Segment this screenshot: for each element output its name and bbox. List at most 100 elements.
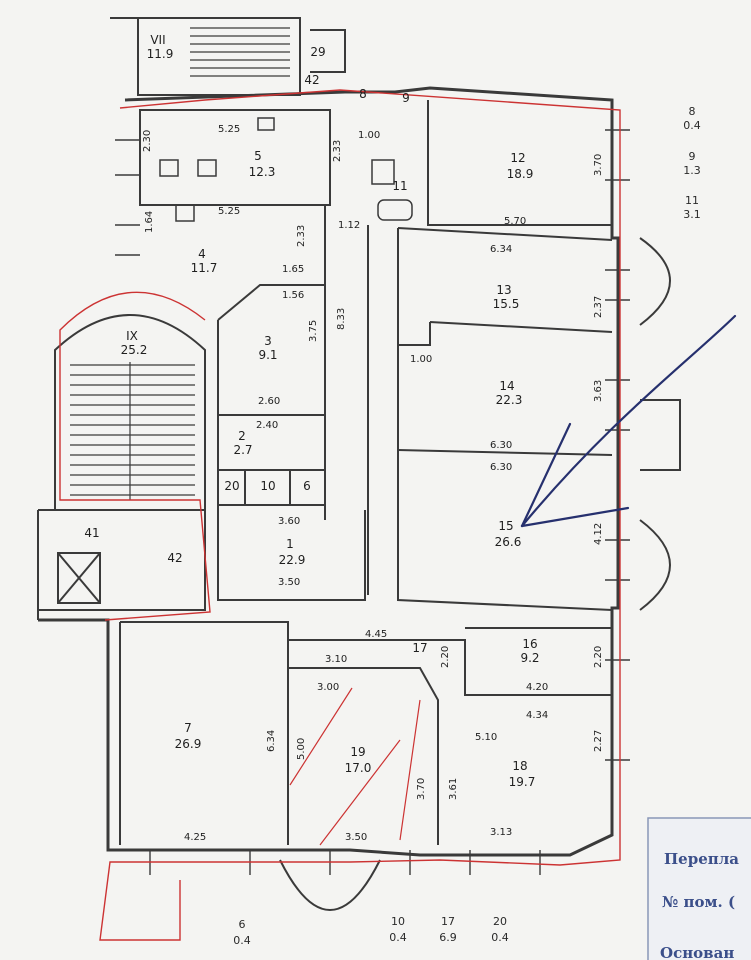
svg-text:42: 42 <box>167 551 182 565</box>
dim: 6.30 <box>490 462 512 473</box>
side-20: 200.4 <box>491 915 509 944</box>
legend-line-1: Перепла <box>664 850 739 868</box>
room-7: 726.9 <box>175 721 202 751</box>
dim: 3.75 <box>308 320 319 342</box>
svg-text:3: 3 <box>264 334 272 348</box>
side-11: 113.1 <box>683 194 701 221</box>
svg-text:11: 11 <box>392 179 407 193</box>
svg-text:2: 2 <box>238 429 246 443</box>
svg-text:6: 6 <box>239 918 246 931</box>
dim: 3.50 <box>278 577 300 588</box>
dim: 6.34 <box>266 730 277 752</box>
dim: 6.34 <box>490 244 512 255</box>
dim: 4.45 <box>365 629 387 640</box>
svg-text:41: 41 <box>84 526 99 540</box>
dim: 3.00 <box>317 682 339 693</box>
dim: 4.25 <box>184 832 206 843</box>
svg-text:22.9: 22.9 <box>279 553 306 567</box>
room-6: 6 <box>303 479 311 493</box>
dim: 2.20 <box>593 646 604 668</box>
legend-box: Перепла № пом. ( Основан <box>647 817 751 960</box>
svg-text:13: 13 <box>496 283 511 297</box>
svg-text:3.1: 3.1 <box>683 208 701 221</box>
svg-text:20: 20 <box>224 479 239 493</box>
dim: 1.12 <box>338 220 360 231</box>
dim: 6.30 <box>490 440 512 451</box>
dim: 1.00 <box>358 130 380 141</box>
side-area-labels: 80.4 91.3 113.1 60.4 100.4 176.9 200.4 <box>233 105 701 947</box>
dim: 2.33 <box>296 225 307 247</box>
svg-text:IX: IX <box>126 329 138 343</box>
svg-text:0.4: 0.4 <box>491 931 509 944</box>
svg-text:8: 8 <box>689 105 696 118</box>
room-8-top: 8 <box>359 87 367 101</box>
stair-treads <box>70 27 290 500</box>
svg-text:42: 42 <box>304 73 319 87</box>
dim: 4.34 <box>526 710 548 721</box>
dim: 3.70 <box>593 154 604 176</box>
side-6: 60.4 <box>233 918 251 947</box>
svg-text:29: 29 <box>310 45 325 59</box>
svg-text:11.9: 11.9 <box>147 47 174 61</box>
svg-text:10: 10 <box>391 915 405 928</box>
dim: 2.40 <box>256 420 278 431</box>
svg-text:17.0: 17.0 <box>345 761 372 775</box>
dim: 1.64 <box>144 211 155 233</box>
svg-text:12.3: 12.3 <box>249 165 276 179</box>
dim: 3.50 <box>345 832 367 843</box>
room-41: 41 <box>84 526 99 540</box>
dim: 5.70 <box>504 216 526 227</box>
svg-text:0.4: 0.4 <box>389 931 407 944</box>
svg-text:4: 4 <box>198 247 206 261</box>
dim: 3.63 <box>593 380 604 402</box>
svg-text:14: 14 <box>499 379 514 393</box>
room-4: 411.7 <box>191 247 218 275</box>
room-16: 169.2 <box>520 637 539 665</box>
elevator-symbol <box>57 552 101 604</box>
dim: 2.27 <box>593 730 604 752</box>
svg-text:1.3: 1.3 <box>683 164 701 177</box>
dim: 5.10 <box>475 732 497 743</box>
svg-text:19.7: 19.7 <box>509 775 536 789</box>
svg-text:25.2: 25.2 <box>121 343 148 357</box>
svg-text:9: 9 <box>689 150 696 163</box>
dim: 5.25 <box>218 206 240 217</box>
svg-text:16: 16 <box>522 637 537 651</box>
dim: 2.20 <box>440 646 451 668</box>
dim: 1.65 <box>282 264 304 275</box>
svg-text:6.9: 6.9 <box>439 931 457 944</box>
side-17: 176.9 <box>439 915 457 944</box>
room-1: 122.9 <box>279 537 306 567</box>
dim: 3.70 <box>416 778 427 800</box>
hand-drawn-arrow <box>520 314 737 528</box>
dim: 1.00 <box>410 354 432 365</box>
dim: 8.33 <box>336 308 347 330</box>
svg-text:9.2: 9.2 <box>520 651 539 665</box>
room-17: 17 <box>412 641 427 655</box>
side-10: 100.4 <box>389 915 407 944</box>
red-diagonal-19 <box>289 687 421 846</box>
dim: 3.61 <box>448 778 459 800</box>
svg-text:0.4: 0.4 <box>233 934 251 947</box>
bay-windows <box>279 237 681 911</box>
room-29: 29 <box>310 45 325 59</box>
dim: 5.00 <box>296 738 307 760</box>
svg-text:9.1: 9.1 <box>258 348 277 362</box>
svg-text:8: 8 <box>359 87 367 101</box>
dim: 2.60 <box>258 396 280 407</box>
dim: 3.60 <box>278 516 300 527</box>
legend-line-2: № пом. ( <box>662 893 735 911</box>
dimension-labels: 5.25 2.30 2.33 1.00 3.70 1.64 5.25 2.33 … <box>142 124 604 843</box>
dim: 5.25 <box>218 124 240 135</box>
dim: 2.30 <box>142 130 153 152</box>
svg-text:18.9: 18.9 <box>507 167 534 181</box>
